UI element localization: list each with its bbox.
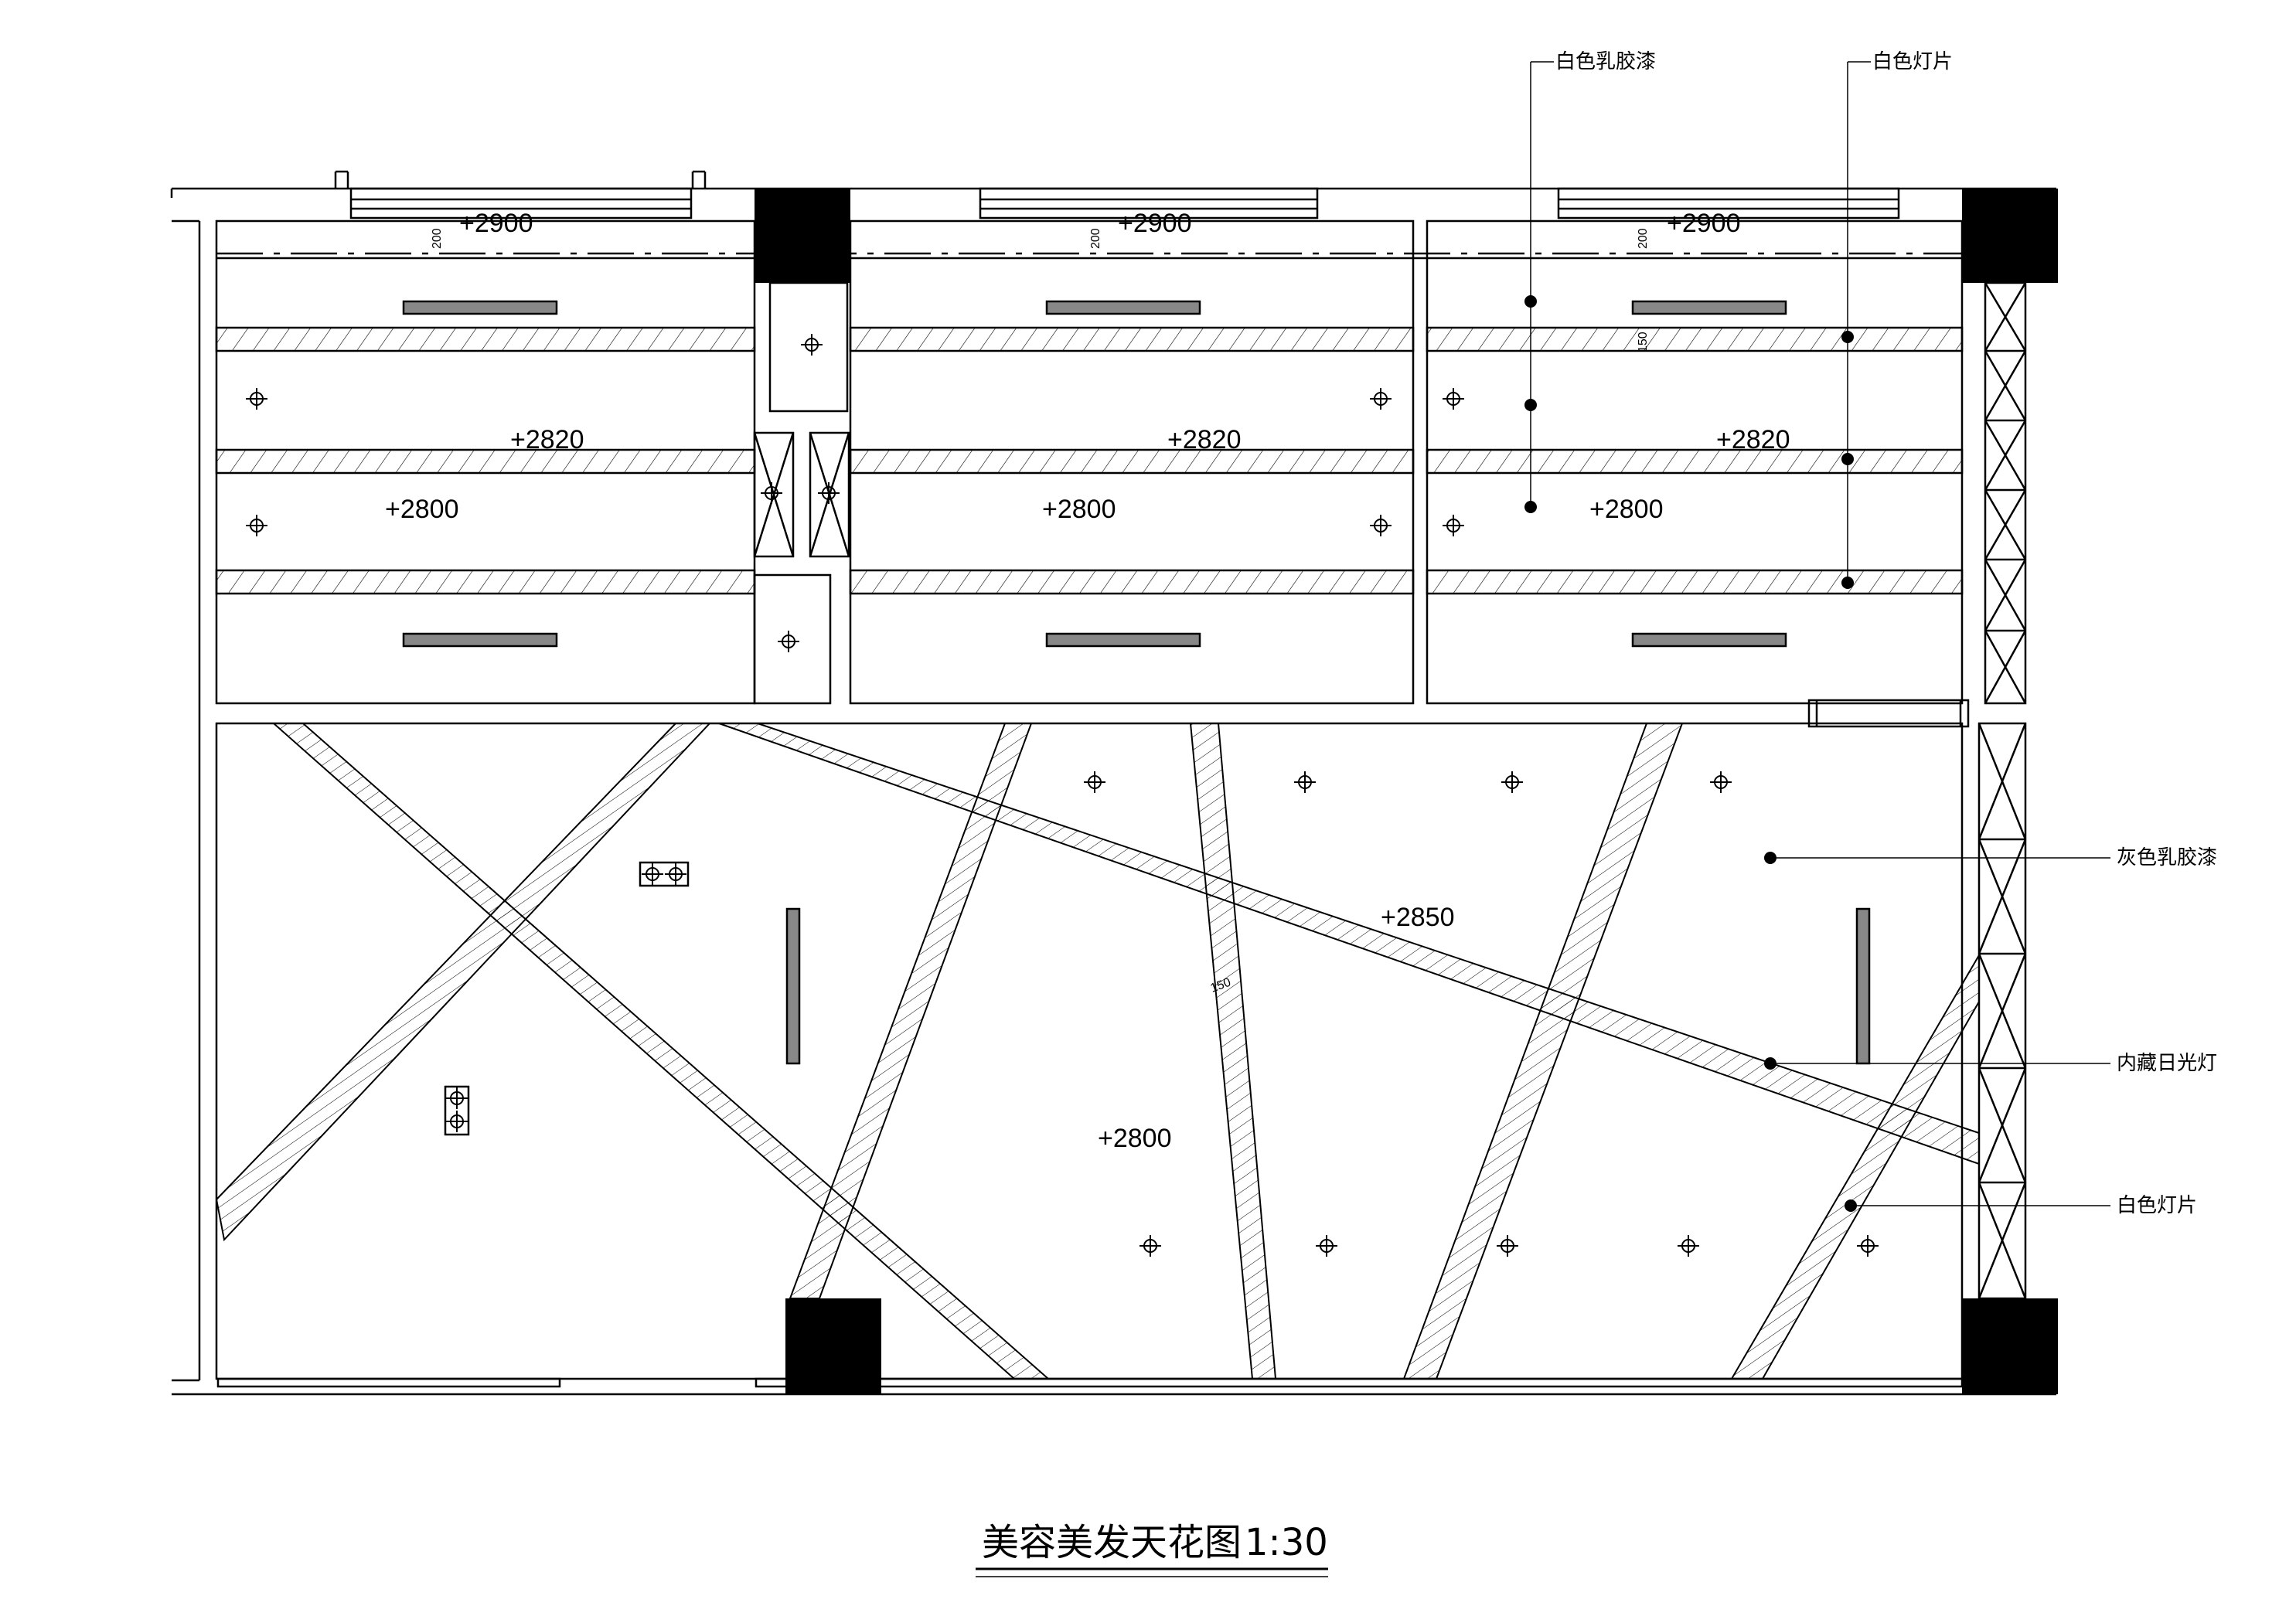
double-fixtures	[444, 861, 690, 1136]
vertical-slot-lights	[785, 907, 1871, 1065]
lower-ceiling	[215, 699, 2027, 1380]
downlight-icon	[1139, 1235, 1161, 1257]
drawing-title: 美容美发天花图 1:30	[982, 1521, 1328, 1564]
note-grey-latex-paint: 灰色乳胶漆	[2117, 846, 2217, 869]
downlight-icon	[446, 1111, 468, 1132]
downlight-icon	[1443, 515, 1464, 536]
note-white-latex-paint: 白色乳胶漆	[1555, 50, 1656, 73]
level-2800-left: +2800	[385, 495, 459, 524]
title-text: 美容美发天花图	[982, 1521, 1242, 1564]
downlight-icon	[1857, 1235, 1879, 1257]
note-white-light-sheet-side: 白色灯片	[2117, 1194, 2197, 1217]
upper-rooms	[215, 219, 2027, 705]
downlight-icon	[246, 515, 267, 536]
band-strips	[215, 326, 1964, 595]
downlights	[246, 334, 1879, 1257]
downlight-icon	[801, 334, 823, 356]
downlight-icon	[1370, 515, 1392, 536]
downlight-icon	[1678, 1235, 1699, 1257]
level-2900-right: +2900	[1667, 209, 1741, 238]
level-2820-right: +2820	[1716, 425, 1790, 454]
note-hidden-fluorescent: 内藏日光灯	[2117, 1052, 2217, 1075]
downlight-icon	[1316, 1235, 1337, 1257]
downlight-icon	[665, 863, 686, 885]
leader-lines	[976, 61, 2110, 1577]
outer-walls	[170, 170, 2056, 1396]
downlight-icon	[1501, 771, 1523, 793]
downlight-icon	[446, 1087, 468, 1109]
dim-200-right: 200	[1637, 228, 1650, 249]
dim-200-middle: 200	[1089, 228, 1102, 249]
diagonal-beams	[215, 723, 1980, 1380]
dim-200-left: 200	[431, 228, 444, 249]
dimension-labels: 200 200 200 150 150	[431, 228, 1650, 995]
callout-labels: 白色乳胶漆 白色灯片 灰色乳胶漆 内藏日光灯 白色灯片	[1555, 50, 2217, 1217]
note-white-light-sheet-top: 白色灯片	[1872, 50, 1953, 73]
downlight-icon	[1497, 1235, 1518, 1257]
lower-truss-panel	[1977, 722, 2027, 1300]
downlight-icon	[761, 482, 782, 504]
downlight-icon	[246, 388, 267, 410]
callout-dots	[1524, 295, 1857, 1212]
dim-150-band: 150	[1637, 332, 1650, 352]
title-scale: 1:30	[1245, 1521, 1328, 1564]
downlight-icon	[1294, 771, 1316, 793]
column-top-mid	[755, 189, 850, 283]
downlight-icon	[1443, 388, 1464, 410]
level-2800-lower: +2800	[1098, 1124, 1172, 1153]
level-2800-right: +2800	[1589, 495, 1664, 524]
slot-lights	[402, 300, 1787, 648]
lower-room-outline	[215, 722, 1964, 1380]
downlight-icon	[818, 482, 840, 504]
level-2820-left: +2820	[510, 425, 584, 454]
downlight-icon	[778, 631, 799, 652]
level-2800-middle: +2800	[1042, 495, 1116, 524]
level-2900-middle: +2900	[1118, 209, 1192, 238]
level-2820-middle: +2820	[1167, 425, 1242, 454]
downlight-icon	[1370, 388, 1392, 410]
column-bottom-right	[1962, 1298, 2058, 1394]
level-labels: +2900 +2900 +2900 +2820 +2820 +2820 +280…	[385, 209, 1790, 1153]
downlight-icon	[1084, 771, 1105, 793]
downlight-icon	[1710, 771, 1732, 793]
level-2850-beam: +2850	[1381, 903, 1455, 932]
column-bottom-mid	[785, 1298, 881, 1394]
column-top-right	[1962, 189, 2058, 283]
downlight-icon	[642, 863, 663, 885]
level-2900-left: +2900	[459, 209, 533, 238]
right-truss-panel	[1984, 281, 2027, 705]
